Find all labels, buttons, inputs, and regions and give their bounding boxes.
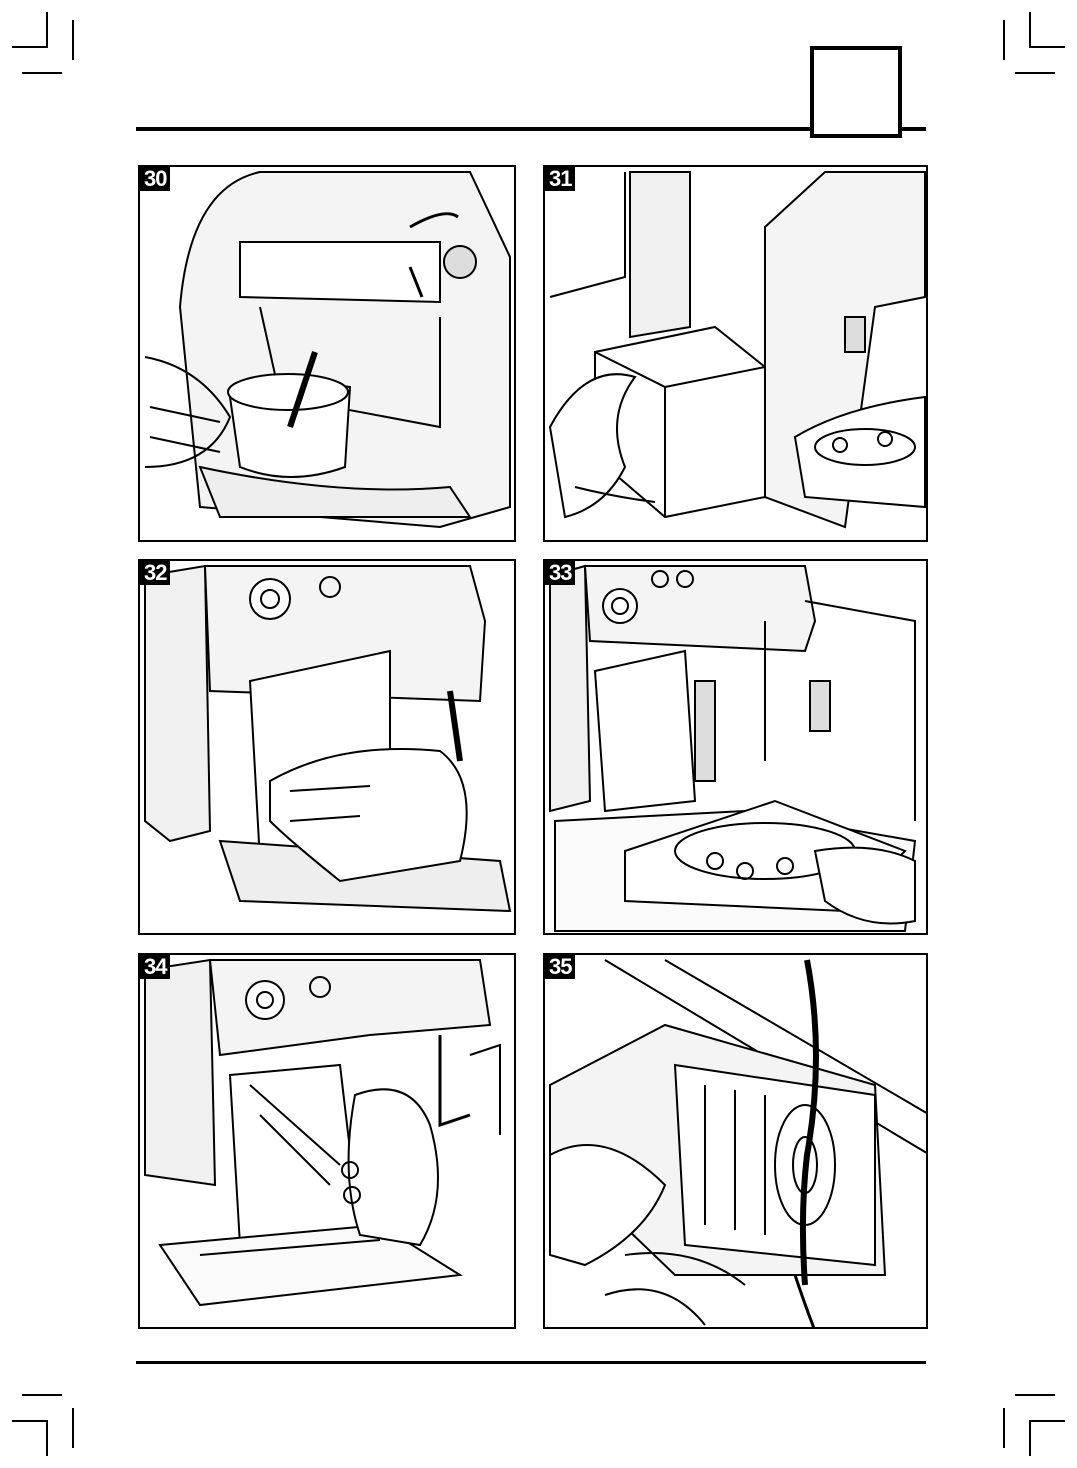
figure-34-illustration xyxy=(140,955,516,1329)
figure-35-illustration xyxy=(545,955,928,1329)
figure-33: 33 xyxy=(543,559,928,935)
figure-31-illustration xyxy=(545,167,928,542)
figure-32: 32 xyxy=(138,559,516,935)
language-tab-box xyxy=(810,46,902,138)
figure-number: 33 xyxy=(545,561,575,585)
figure-31: 31 xyxy=(543,165,928,542)
figure-number: 34 xyxy=(140,955,170,979)
figure-30-illustration xyxy=(140,167,516,542)
figure-number: 35 xyxy=(545,955,575,979)
figure-35: 35 xyxy=(543,953,928,1329)
figure-34: 34 xyxy=(138,953,516,1329)
figure-number: 32 xyxy=(140,561,170,585)
header-rule xyxy=(136,127,926,131)
figure-32-illustration xyxy=(140,561,516,935)
figure-30: 30 xyxy=(138,165,516,542)
figure-number: 30 xyxy=(140,167,170,191)
figure-number: 31 xyxy=(545,167,575,191)
figure-33-illustration xyxy=(545,561,928,935)
footer-rule xyxy=(136,1361,926,1364)
